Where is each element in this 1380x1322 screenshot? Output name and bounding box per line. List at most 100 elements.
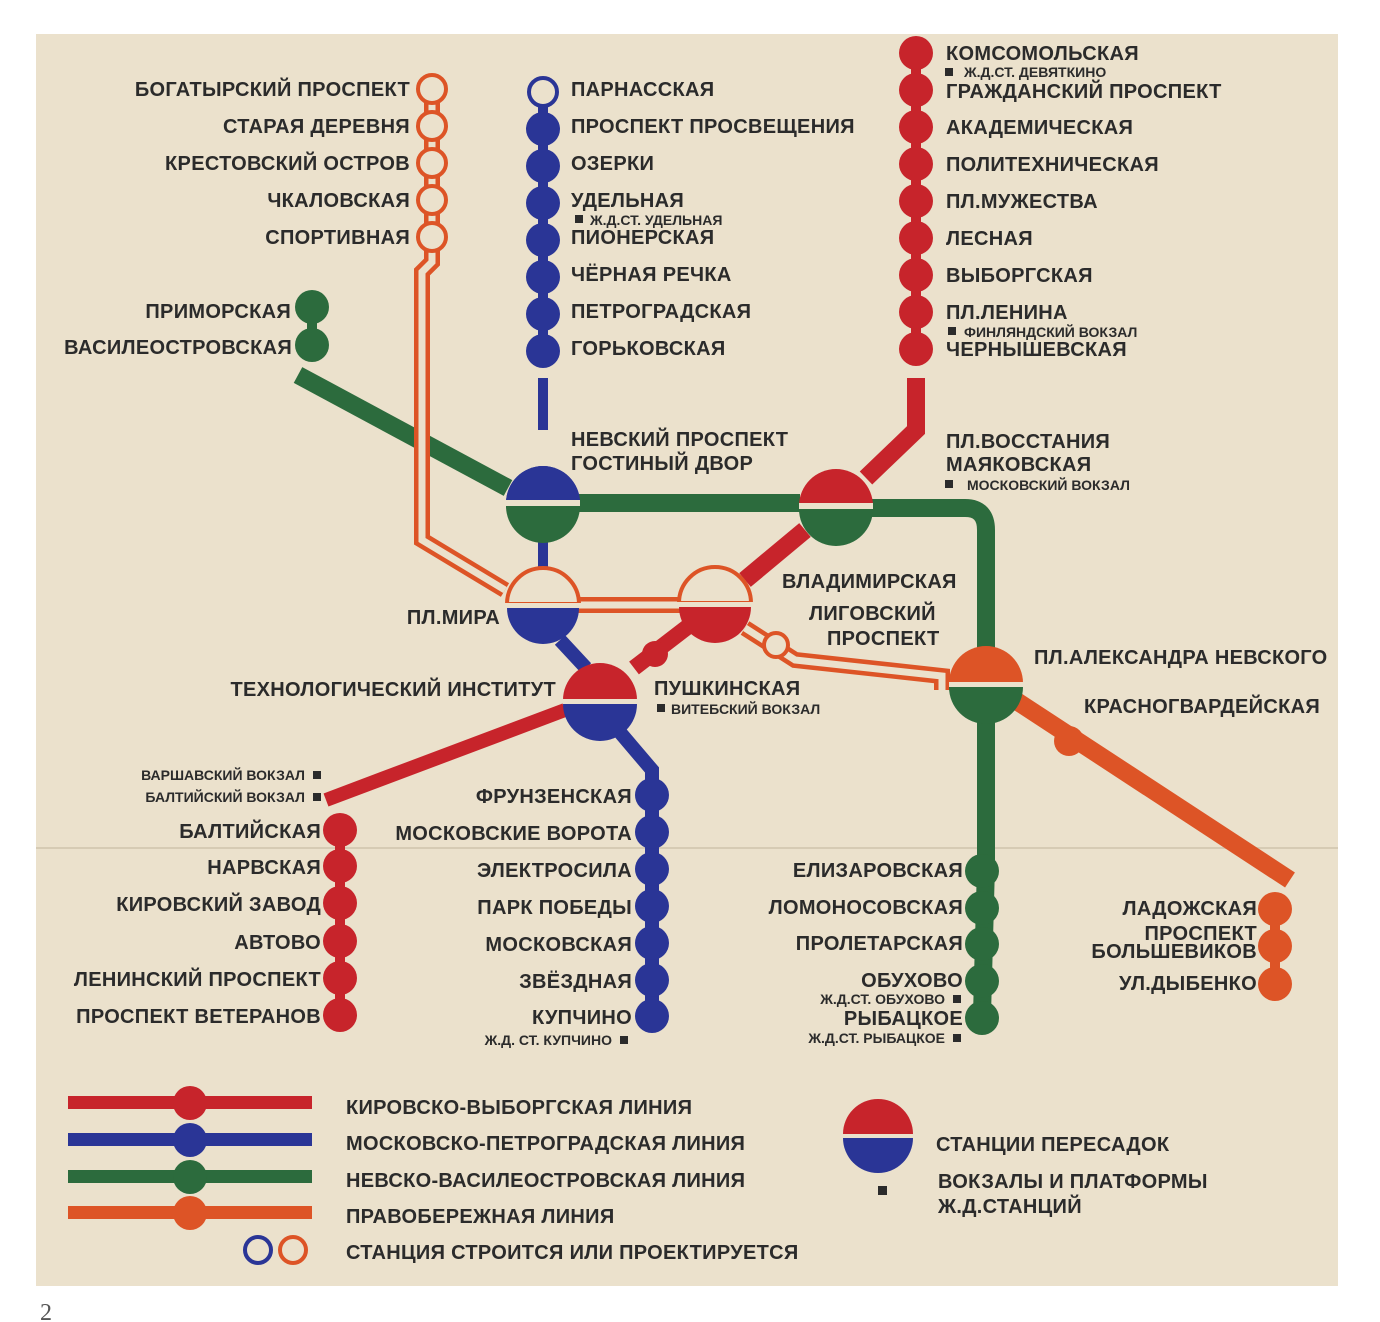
station-dot-icon[interactable] <box>323 849 357 883</box>
station-label: ЧЁРНАЯ РЕЧКА <box>571 263 732 286</box>
station-label: РЫБАЦКОЕ <box>844 1008 963 1030</box>
transfer-tekhnologichesky[interactable] <box>563 663 637 741</box>
station-dot-icon[interactable] <box>526 260 560 294</box>
station-dot-icon[interactable] <box>323 924 357 958</box>
planned-station-ring-icon[interactable] <box>527 76 559 108</box>
planned-station-ring-icon[interactable] <box>762 631 790 659</box>
station-label: МОСКОВСКАЯ <box>485 934 632 956</box>
rail-station-square-icon <box>945 68 953 76</box>
station-dot-icon[interactable] <box>323 998 357 1032</box>
station-dot-icon[interactable] <box>635 926 669 960</box>
station-label: НЕВСКИЙ ПРОСПЕКТ <box>571 427 788 451</box>
station-dot-icon[interactable] <box>642 641 668 667</box>
station-dot-icon <box>173 1086 207 1120</box>
station-label: ПРОСПЕКТ ПРОСВЕЩЕНИЯ <box>571 116 855 138</box>
transfer-nevskogo[interactable] <box>949 646 1023 724</box>
station-dot-icon[interactable] <box>1258 929 1292 963</box>
station-dot-icon[interactable] <box>635 815 669 849</box>
rail-label: МОСКОВСКИЙ ВОКЗАЛ <box>967 476 1130 493</box>
station-dot-icon[interactable] <box>899 221 933 255</box>
station-dot-icon[interactable] <box>295 328 329 362</box>
station-dot-icon[interactable] <box>635 852 669 886</box>
rail-label: Ж.Д. СТ. КУПЧИНО <box>484 1032 612 1048</box>
station-dot-icon[interactable] <box>1258 892 1292 926</box>
station-label: ОБУХОВО <box>861 970 963 992</box>
station-label: ГОСТИНЫЙ ДВОР <box>571 451 753 475</box>
rail-station-square-icon <box>953 995 961 1003</box>
station-dot-icon[interactable] <box>899 147 933 181</box>
station-dot-icon[interactable] <box>526 112 560 146</box>
station-label: ПРОСПЕКТ ВЕТЕРАНОВ <box>76 1006 321 1028</box>
station-dot-icon[interactable] <box>965 927 999 961</box>
red-stations <box>323 36 933 1032</box>
transfer-pl-mira[interactable] <box>504 566 582 644</box>
station-dot-icon[interactable] <box>899 184 933 218</box>
planned-station-ring-icon[interactable] <box>416 110 448 142</box>
station-label: КРЕСТОВСКИЙ ОСТРОВ <box>165 151 410 175</box>
rail-station-square-icon <box>953 1034 961 1042</box>
station-dot-icon[interactable] <box>295 290 329 324</box>
transfer-vosstaniya[interactable] <box>799 469 873 546</box>
transfer-vladimirskaya[interactable] <box>676 565 754 643</box>
rail-station-square-icon <box>945 480 953 488</box>
station-label: ОЗЕРКИ <box>571 153 654 175</box>
station-dot-icon[interactable] <box>526 149 560 183</box>
station-label: КОМСОМОЛЬСКАЯ <box>946 43 1139 65</box>
station-label: ПАРНАССКАЯ <box>571 79 714 101</box>
planned-station-ring-icon[interactable] <box>416 73 448 105</box>
station-label: ЛАДОЖСКАЯ <box>1122 898 1257 920</box>
station-dot-icon[interactable] <box>1258 967 1292 1001</box>
station-label: ФРУНЗЕНСКАЯ <box>476 786 632 808</box>
station-dot-icon[interactable] <box>323 961 357 995</box>
station-dot-icon[interactable] <box>965 964 999 998</box>
orange-planned-stations <box>416 73 448 253</box>
station-dot-icon[interactable] <box>899 36 933 70</box>
station-dot-icon[interactable] <box>323 886 357 920</box>
station-label: КУПЧИНО <box>532 1007 632 1029</box>
station-dot-icon[interactable] <box>635 999 669 1033</box>
transfer-nevsky[interactable] <box>506 466 580 543</box>
station-dot-icon <box>173 1123 207 1157</box>
legend-green-line: НЕВСКО-ВАСИЛЕОСТРОВСКАЯ ЛИНИЯ <box>346 1170 745 1192</box>
station-dot-icon[interactable] <box>323 813 357 847</box>
station-label: ЧКАЛОВСКАЯ <box>267 190 410 212</box>
rail-station-square-icon <box>313 793 321 801</box>
page-number: 2 <box>40 1300 52 1322</box>
station-dot-icon[interactable] <box>1054 726 1084 756</box>
station-label: ПРОСПЕКТ <box>827 628 940 650</box>
rail-station-square-icon <box>620 1036 628 1044</box>
station-dot-icon[interactable] <box>965 1001 999 1035</box>
planned-station-ring-icon[interactable] <box>416 147 448 179</box>
rail-label: ВАРШАВСКИЙ ВОКЗАЛ <box>141 766 305 783</box>
station-dot-icon[interactable] <box>526 223 560 257</box>
station-label: ВЫБОРГСКАЯ <box>946 265 1093 287</box>
station-dot-icon[interactable] <box>635 963 669 997</box>
station-dot-icon[interactable] <box>899 295 933 329</box>
planned-station-ring-icon[interactable] <box>416 184 448 216</box>
station-label: ПЛ.МИРА <box>407 607 500 629</box>
rail-label: ВИТЕБСКИЙ ВОКЗАЛ <box>671 700 820 717</box>
station-label: ПЛ.ЛЕНИНА <box>946 302 1068 324</box>
station-dot-icon[interactable] <box>635 889 669 923</box>
legend-red-line: КИРОВСКО-ВЫБОРГСКАЯ ЛИНИЯ <box>346 1097 692 1119</box>
station-label: ПРОСПЕКТ <box>1145 923 1258 945</box>
planned-station-ring-icon[interactable] <box>416 221 448 253</box>
station-label: НАРВСКАЯ <box>207 857 321 879</box>
station-dot-icon[interactable] <box>526 186 560 220</box>
station-dot-icon[interactable] <box>965 854 999 888</box>
rail-label: Ж.Д.СТ. ДЕВЯТКИНО <box>963 64 1106 80</box>
station-dot-icon[interactable] <box>526 297 560 331</box>
rail-label: ФИНЛЯНДСКИЙ ВОКЗАЛ <box>964 323 1137 340</box>
station-label: ЛЕСНАЯ <box>946 228 1033 250</box>
station-dot-icon[interactable] <box>635 778 669 812</box>
station-dot-icon[interactable] <box>899 110 933 144</box>
station-dot-icon[interactable] <box>899 258 933 292</box>
station-dot-icon[interactable] <box>526 334 560 368</box>
station-label: ГОРЬКОВСКАЯ <box>571 338 726 360</box>
green-stations <box>295 290 999 1035</box>
station-dot-icon[interactable] <box>899 73 933 107</box>
station-label: ПРОЛЕТАРСКАЯ <box>796 933 963 955</box>
station-dot-icon[interactable] <box>899 332 933 366</box>
station-dot-icon[interactable] <box>965 891 999 925</box>
